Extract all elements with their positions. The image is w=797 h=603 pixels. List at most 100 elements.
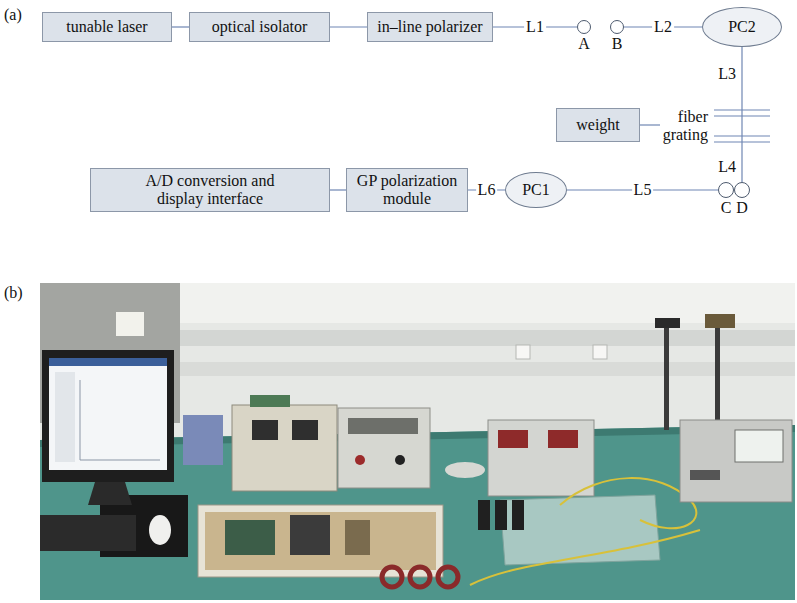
fiber-length-label: L1 [524,18,546,36]
device-box: A/D conversion and display interface [90,168,330,212]
fiber-connector [741,47,742,100]
stand-rod [715,320,720,420]
grating-line [714,115,770,116]
node-text: PC2 [728,18,756,36]
monitor-screen [49,358,167,470]
node-text: tunable laser [66,18,147,36]
grating-symbol [712,100,772,152]
fiber-length-label: L6 [476,181,498,199]
window-bar [49,358,167,366]
device-box: weight [556,108,640,142]
polarization-controller [438,567,458,587]
node-text: A/D conversion and display interface [135,172,285,207]
fiber-line [741,100,742,152]
connector-circle: D [734,182,750,198]
node-text: optical isolator [212,18,308,36]
stand-head [705,314,735,328]
node-text: D [736,199,748,217]
polarization-controller [410,567,430,587]
node-text: in–line polarizer [377,18,482,36]
monitor [42,350,174,482]
cable-bundle [183,415,223,465]
cabinet-note [116,312,144,336]
display-panel [498,430,528,448]
device-box: optical isolator [189,12,330,42]
device-box: GP polarization module [346,168,468,212]
window-panel [55,372,75,462]
node-text: C [721,199,732,217]
knob [355,455,365,465]
meter [252,420,278,440]
power-socket [516,345,530,359]
node-text: PC1 [522,181,550,199]
fiber-length-label: L5 [632,181,654,199]
panel-label: (b) [4,284,23,302]
polarization-controller [382,567,402,587]
power-supply [338,408,430,488]
grating-line [714,135,770,136]
photo-wall [40,283,795,600]
display-panel [548,430,578,448]
node-text: B [612,35,623,53]
fiber-connector [172,26,189,27]
node-text: weight [576,116,620,134]
connector-circle: C [718,182,734,198]
mouse [149,515,171,545]
instrument [488,420,594,496]
stand-rod [664,320,669,430]
clamp [478,500,490,530]
chart-axis [80,460,160,461]
device-box: tunable laser [42,12,172,42]
node-text: A [578,35,590,53]
wall-panel [180,330,795,346]
clamp [512,500,524,530]
node-text: fiber grating [660,108,708,143]
button-row [690,470,720,480]
circuit-board [225,520,275,555]
grating-line [714,109,770,110]
knob [395,455,405,465]
power-socket [593,345,607,359]
monitor-stand [88,482,132,505]
fiber-connector [640,124,660,125]
fiber-grating: fiber grating [660,100,772,152]
grating-line [714,141,770,142]
stand-head [655,318,680,328]
instrument-screen [735,430,783,462]
open-chassis [198,505,443,577]
node-text: GP polarization module [352,172,462,207]
fiber-connector [741,152,742,182]
controller-ellipse: PC1 [505,172,567,208]
connector-circle: A [577,20,591,34]
fiber-length-label: L4 [716,158,738,176]
display-panel [348,418,418,434]
device-box: in–line polarizer [367,12,493,42]
clamp [495,500,507,530]
fiber-length-label: L3 [716,65,738,83]
fiber-length-label: L2 [652,18,674,36]
meter [292,420,318,440]
fiber-connector [330,26,367,27]
fiber-cable [560,478,696,528]
connector [345,520,370,555]
fiber-cable [470,530,700,585]
chart-axis [80,380,81,460]
dish [445,462,485,478]
circuit-board [250,395,290,407]
chassis-inside [205,512,436,570]
instrument [680,420,792,502]
controller-ellipse: PC2 [702,7,782,47]
keyboard [40,515,136,551]
connector-circle: B [610,20,624,34]
power-supply [232,405,337,491]
optical-plate [500,495,660,565]
wall-panel [180,362,795,376]
circuit-board [290,515,330,555]
panel-label: (a) [4,6,22,24]
fiber-connector [330,189,346,190]
